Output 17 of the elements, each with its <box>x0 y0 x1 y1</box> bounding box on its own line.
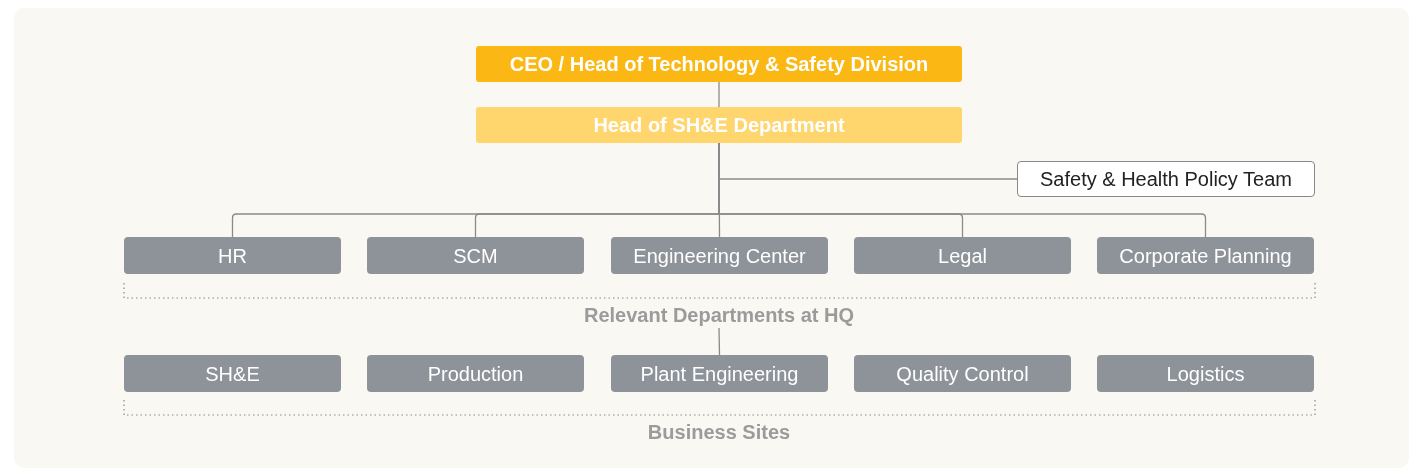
group-caption: Business Sites <box>646 420 792 445</box>
group-caption: Relevant Departments at HQ <box>569 302 869 328</box>
department-box: Plant Engineering <box>611 355 828 392</box>
department-box: Quality Control <box>854 355 1071 392</box>
department-box: Engineering Center <box>611 237 828 274</box>
team-box: Safety & Health Policy Team <box>1017 161 1315 197</box>
department-box: Corporate Planning <box>1097 237 1314 274</box>
department-box: SH&E <box>124 355 341 392</box>
department-box: HR <box>124 237 341 274</box>
department-box: Production <box>367 355 584 392</box>
connector-line <box>718 81 720 108</box>
department-box: Legal <box>854 237 1071 274</box>
executive-box: CEO / Head of Technology & Safety Division <box>476 46 962 82</box>
department-head-box: Head of SH&E Department <box>476 107 962 143</box>
department-box: Logistics <box>1097 355 1314 392</box>
department-box: SCM <box>367 237 584 274</box>
connector-line <box>718 327 721 356</box>
